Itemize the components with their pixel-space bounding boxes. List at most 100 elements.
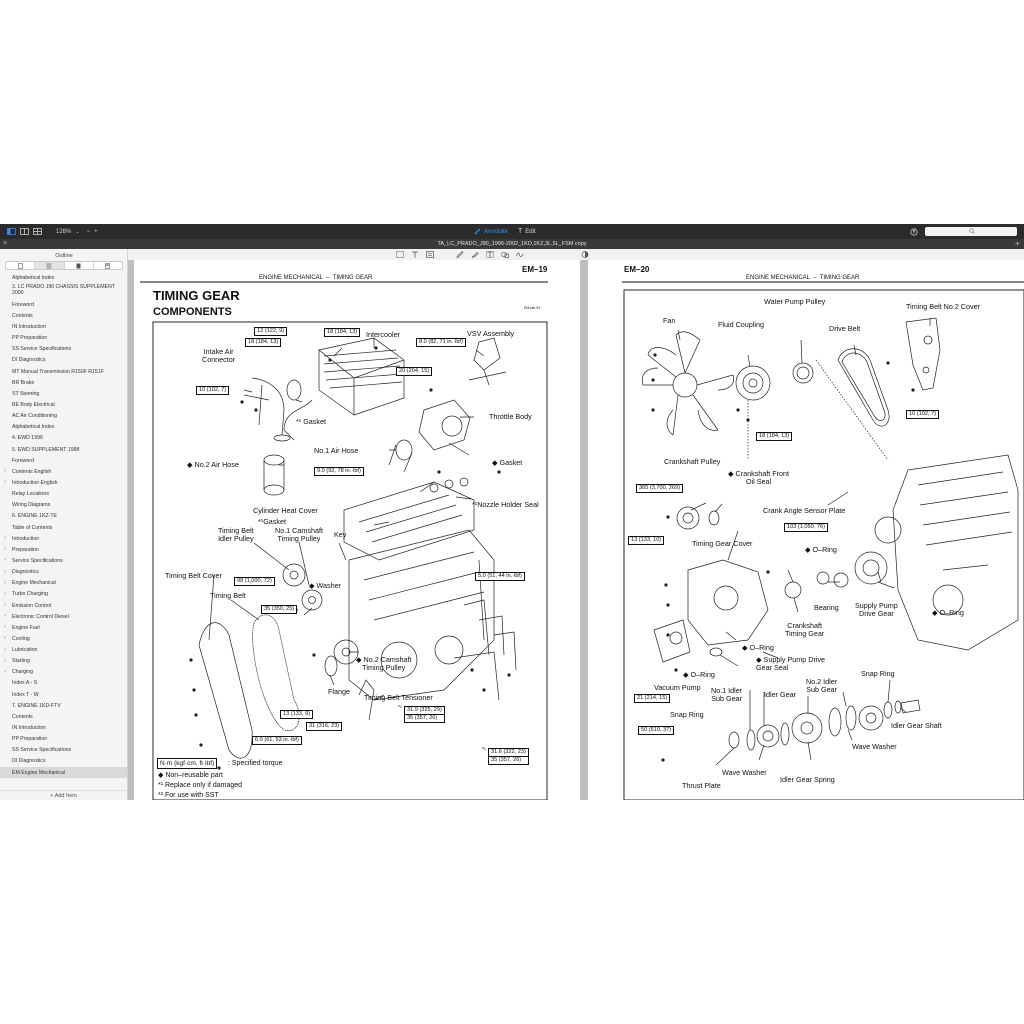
outline-item[interactable]: MT Manual Transmission R150F R151F xyxy=(0,366,127,377)
thumbnail-view-icon[interactable] xyxy=(20,227,29,236)
chevron-right-icon[interactable]: › xyxy=(4,557,6,564)
note-icon[interactable] xyxy=(426,251,434,258)
outline-item[interactable]: AC Air Conditioning xyxy=(0,411,127,422)
outline-item[interactable]: ›Electronic Control Diesel xyxy=(0,611,127,622)
document-tab-title[interactable]: TA_LC_PRADO_J90_1996-2002_1KD,1KZ,3L,5L_… xyxy=(437,241,587,247)
outline-item[interactable]: PP Preparation xyxy=(0,734,127,745)
chevron-right-icon[interactable]: › xyxy=(4,568,6,575)
outline-item[interactable]: BR Brake xyxy=(0,377,127,388)
outline-item-label: DI Diagnostics xyxy=(12,758,46,765)
chevron-right-icon[interactable]: › xyxy=(4,546,6,553)
textbox-icon[interactable] xyxy=(486,251,494,258)
outline-item[interactable]: ›Engine Fuel xyxy=(0,622,127,633)
highlighter-icon[interactable] xyxy=(471,251,479,258)
outline-item[interactable]: 7. ENGINE 1KD-FTV xyxy=(0,700,127,711)
outline-item[interactable]: ›Contents English xyxy=(0,466,127,477)
pen-icon[interactable] xyxy=(456,251,464,258)
thumbnails-tab[interactable] xyxy=(6,262,36,269)
outline-item[interactable]: ›Service Specifications xyxy=(0,555,127,566)
outline-item[interactable]: ›Preparation xyxy=(0,544,127,555)
bookmarks-tab[interactable] xyxy=(65,262,94,269)
share-icon[interactable] xyxy=(909,227,918,236)
page-section-header: ENGINE MECHANICAL – TIMING GEAR xyxy=(746,275,860,281)
outline-item[interactable]: IN Introduction xyxy=(0,321,127,332)
torque-box: 10 (102, 7) xyxy=(906,410,940,419)
outline-item[interactable]: ›Engine Mechanical xyxy=(0,578,127,589)
outline-item[interactable]: Foreword xyxy=(0,455,127,466)
signature-icon[interactable] xyxy=(516,251,524,258)
color-picker-icon[interactable] xyxy=(581,251,589,258)
outline-item-label: Alphabetical Index xyxy=(12,274,55,281)
outline-item[interactable]: ›Introduction xyxy=(0,533,127,544)
outline-item[interactable]: 3. LC PRADO J90 CHASSIS SUPPLEMENT 2000 xyxy=(0,283,127,299)
label-intercooler: Intercooler xyxy=(366,330,400,339)
grid-view-icon[interactable] xyxy=(33,227,42,236)
page-section-header: ENGINE MECHANICAL – TIMING GEAR xyxy=(259,275,373,281)
outline-item[interactable]: ›Turbo Charging xyxy=(0,589,127,600)
timing-gear-components-diagram xyxy=(152,321,548,800)
outline-item[interactable]: BE Body Electrical xyxy=(0,399,127,410)
outline-item[interactable]: Alphabetical Index xyxy=(0,422,127,433)
outline-item[interactable]: IN Introduction xyxy=(0,722,127,733)
outline-item[interactable]: ›Cooling xyxy=(0,633,127,644)
chevron-right-icon[interactable]: › xyxy=(4,668,6,675)
zoom-in-button[interactable]: + xyxy=(94,228,98,235)
outline-item[interactable]: ST Steering xyxy=(0,388,127,399)
sidebar-toggle-icon[interactable] xyxy=(7,227,16,236)
chevron-right-icon[interactable]: › xyxy=(4,535,6,542)
outline-item[interactable]: ›Diagnostics xyxy=(0,567,127,578)
chevron-right-icon[interactable]: › xyxy=(4,624,6,631)
outline-item[interactable]: ›Emission Control xyxy=(0,600,127,611)
outline-item[interactable]: SS Service Specifications xyxy=(0,745,127,756)
outline-item[interactable]: DI Diagnostics xyxy=(0,756,127,767)
outline-item[interactable]: Wiring Diagrams xyxy=(0,500,127,511)
chevron-right-icon[interactable]: › xyxy=(4,601,6,608)
chevron-down-icon[interactable]: ⌄ xyxy=(75,228,80,235)
document-viewer[interactable]: EM–19 ENGINE MECHANICAL – TIMING GEAR TI… xyxy=(128,260,1024,800)
outline-item[interactable]: 6. ENGINE 1KZ-TE xyxy=(0,511,127,522)
annotations-tab[interactable] xyxy=(94,262,122,269)
outline-item[interactable]: 5. EWD SUPPLEMENT 1998 xyxy=(0,444,127,455)
outline-item[interactable]: Foreword xyxy=(0,299,127,310)
search-field[interactable] xyxy=(925,227,1017,236)
zoom-level[interactable]: 126% xyxy=(56,228,72,235)
chevron-right-icon[interactable]: › xyxy=(4,579,6,586)
sst-mark: *² xyxy=(398,705,402,711)
selection-icon[interactable] xyxy=(396,251,404,258)
outline-item[interactable]: 4. EWD 1996 xyxy=(0,433,127,444)
outline-item[interactable]: SS Service Specifications xyxy=(0,344,127,355)
outline-item[interactable]: Table of Contents xyxy=(0,522,127,533)
zoom-control[interactable]: 126% ⌄ − + xyxy=(56,227,98,236)
outline-tab[interactable] xyxy=(35,262,65,269)
text-icon[interactable] xyxy=(411,251,419,258)
chevron-right-icon[interactable]: › xyxy=(4,635,6,642)
outline-item[interactable]: Alphabetical Index xyxy=(0,272,127,283)
shapes-icon[interactable] xyxy=(501,251,509,258)
chevron-right-icon[interactable]: › xyxy=(4,613,6,620)
outline-item[interactable]: PP Preparation xyxy=(0,333,127,344)
chevron-right-icon[interactable]: › xyxy=(4,479,6,486)
outline-item[interactable]: Contents xyxy=(0,711,127,722)
outline-item[interactable]: Relay Locations xyxy=(0,489,127,500)
close-tab-icon[interactable]: × xyxy=(3,240,8,247)
annotate-mode-button[interactable]: Annotate xyxy=(474,226,508,237)
chevron-right-icon[interactable]: › xyxy=(4,657,6,664)
outline-item[interactable]: ›Starting xyxy=(0,656,127,667)
label-no1-camshaft-pulley: No.1 Camshaft Timing Pulley xyxy=(275,526,323,543)
outline-item[interactable]: Contents xyxy=(0,310,127,321)
edit-mode-button[interactable]: T Edit xyxy=(518,228,536,235)
chevron-right-icon[interactable]: › xyxy=(4,646,6,653)
outline-item[interactable]: ›Lubrication xyxy=(0,645,127,656)
zoom-out-button[interactable]: − xyxy=(86,228,91,235)
new-tab-button[interactable]: + xyxy=(1015,239,1020,248)
chevron-right-icon[interactable]: › xyxy=(4,590,6,597)
add-item-button[interactable]: + Add Item xyxy=(0,790,127,800)
outline-item[interactable]: Index T - W xyxy=(0,689,127,700)
outline-item[interactable]: DI Diagnostics xyxy=(0,355,127,366)
outline-item[interactable]: Index A - S xyxy=(0,678,127,689)
annotation-toolbar xyxy=(128,249,1024,260)
outline-item[interactable]: ›Charging xyxy=(0,667,127,678)
chevron-right-icon[interactable]: › xyxy=(4,468,6,475)
outline-item[interactable]: ›Introduction English xyxy=(0,477,127,488)
outline-item[interactable]: EM Engine Mechanical xyxy=(0,767,127,779)
